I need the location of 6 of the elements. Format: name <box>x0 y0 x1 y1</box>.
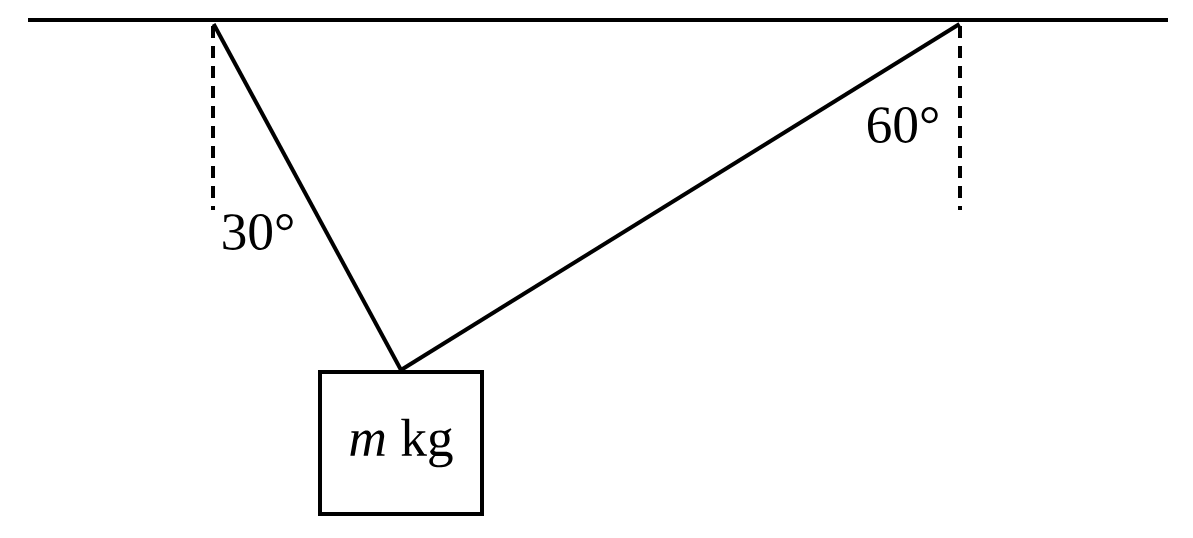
mass-block: m kg <box>318 370 484 516</box>
string <box>211 23 403 371</box>
ceiling <box>28 18 1168 22</box>
string <box>399 22 961 372</box>
angle-label: 30° <box>223 214 293 250</box>
angle-label: 60° <box>867 107 938 143</box>
